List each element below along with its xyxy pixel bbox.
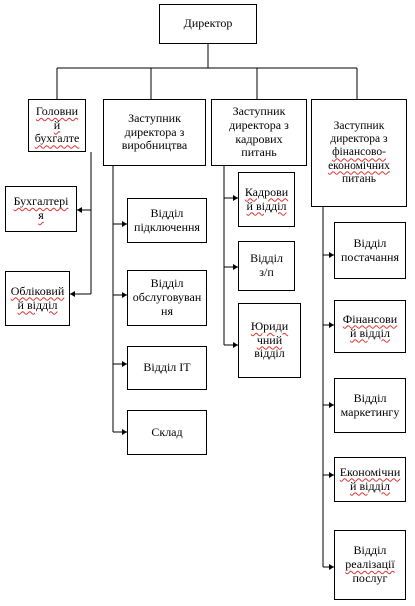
sales-dept-box: Відділ реалізації послуг <box>334 530 406 600</box>
director-box: Директор <box>159 4 257 44</box>
legal-dept-line-1: Юриди <box>250 318 289 333</box>
legal-dept-box: Юриди чний відділ <box>238 303 301 378</box>
sales-dept-line-2: реалізації <box>345 557 395 572</box>
deputy-hr-line-1: Заступник <box>232 103 286 118</box>
sales-dept-line-1: Відділ <box>353 543 387 558</box>
chief-accountant-line-3: бухгалте <box>34 131 80 146</box>
service-dept-box: Відділ обслуговуван ня <box>127 270 207 326</box>
deputy-production-box: Заступник директора з виробництва <box>103 99 206 166</box>
connection-dept-line-2: підключення <box>134 219 200 234</box>
deputy-hr-box: Заступник директора з кадрових питань <box>211 99 307 166</box>
deputy-production-line-1: Заступник <box>128 110 181 125</box>
supply-dept-box: Відділ постачання <box>334 222 406 279</box>
deputy-finance-line-1: Заступник <box>333 119 385 132</box>
service-dept-line-3: ня <box>161 303 173 318</box>
deputy-finance-line-2: директора з <box>330 133 388 146</box>
sales-dept-line-3: послуг <box>352 570 388 585</box>
finance-dept-line-2: й відділ <box>350 325 390 340</box>
deputy-production-line-3: виробництва <box>121 138 188 153</box>
deputy-hr-line-4: питань <box>241 145 277 160</box>
finance-dept-box: Фінансови й відділ <box>334 300 406 353</box>
service-dept-line-2: обслуговуван <box>132 290 202 305</box>
hr-dept-line-2: й відділ <box>246 198 287 213</box>
legal-dept-line-3: відділ <box>254 346 285 361</box>
deputy-production-line-2: директора з <box>124 124 185 139</box>
accounting-box: Бухгалтері я <box>5 186 77 232</box>
payroll-dept-box: Відділ з/п <box>238 241 295 291</box>
records-box: Обліковий й відділ <box>5 271 70 326</box>
supply-dept-line-2: постачання <box>340 249 399 264</box>
warehouse-label: Склад <box>151 424 183 439</box>
finance-dept-line-1: Фінансови <box>342 311 398 326</box>
connection-dept-box: Відділ підключення <box>127 198 207 243</box>
marketing-dept-line-2: маркетингу <box>340 404 400 419</box>
hr-dept-line-1: Кадрови <box>244 184 289 199</box>
legal-dept-line-2: чний <box>256 332 283 347</box>
deputy-hr-line-3: кадрових <box>235 131 283 146</box>
payroll-dept-line-1: Відділ <box>250 251 283 266</box>
deputy-hr-line-2: директора з <box>229 117 289 132</box>
deputy-finance-box: Заступник директора з фінансово- економі… <box>311 99 407 207</box>
deputy-finance-line-3: фінансово- <box>332 146 386 159</box>
economic-dept-line-1: Економічни <box>339 464 401 479</box>
deputy-finance-line-4: економічних <box>328 159 390 172</box>
director-label: Директор <box>183 16 233 31</box>
hr-dept-box: Кадрови й відділ <box>238 172 295 227</box>
economic-dept-line-2: й відділ <box>350 478 390 493</box>
warehouse-box: Склад <box>127 410 207 455</box>
marketing-dept-box: Відділ маркетингу <box>334 378 406 433</box>
it-dept-box: Відділ ІТ <box>127 346 207 390</box>
economic-dept-box: Економічни й відділ <box>334 457 406 502</box>
chief-accountant-box: Головни й бухгалте <box>28 99 86 152</box>
service-dept-line-1: Відділ <box>150 276 184 291</box>
connection-dept-line-1: Відділ <box>150 205 184 220</box>
deputy-finance-line-5: питань <box>342 172 376 185</box>
marketing-dept-line-1: Відділ <box>353 390 387 405</box>
accounting-line-2: я <box>38 208 44 222</box>
records-line-2: й відділ <box>17 297 58 312</box>
supply-dept-line-1: Відділ <box>353 235 387 250</box>
accounting-line-1: Бухгалтері <box>13 194 69 209</box>
chief-accountant-line-1: Головни <box>35 103 79 118</box>
chief-accountant-line-2: й <box>53 117 61 132</box>
it-dept-label: Відділ ІТ <box>143 360 191 375</box>
payroll-dept-line-2: з/п <box>259 265 274 279</box>
records-line-1: Обліковий <box>10 283 65 298</box>
